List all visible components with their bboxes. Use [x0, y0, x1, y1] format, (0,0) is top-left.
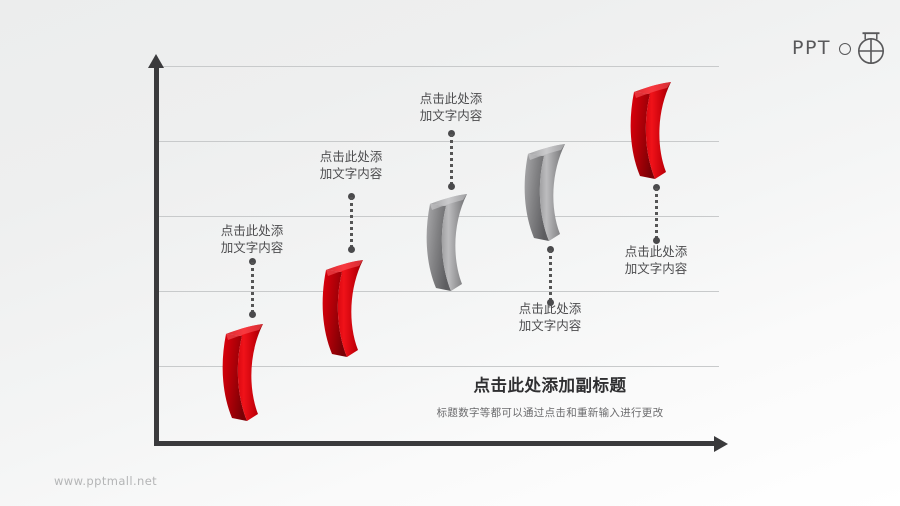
y-axis	[154, 66, 159, 446]
data-label-3[interactable]: 点击此处添 加文字内容	[419, 91, 483, 123]
connector-dot	[448, 183, 455, 190]
connector-line	[655, 188, 658, 240]
connector-line	[350, 197, 353, 249]
data-label-2[interactable]: 点击此处添 加文字内容	[319, 149, 383, 181]
connector-1	[249, 258, 256, 318]
footer-url: www.pptmall.net	[54, 474, 158, 488]
data-shape-1[interactable]	[218, 322, 274, 422]
x-axis	[154, 441, 719, 446]
data-label-5[interactable]: 点击此处添 加文字内容	[624, 244, 688, 276]
gridline	[159, 291, 719, 292]
connector-line	[549, 250, 552, 302]
connector-dot	[547, 246, 554, 253]
connector-5	[653, 184, 660, 244]
data-shape-4[interactable]	[520, 142, 576, 242]
crosshair-circle-icon	[852, 28, 890, 66]
data-label-4[interactable]: 点击此处添 加文字内容	[518, 301, 582, 333]
connector-3	[448, 130, 455, 190]
connector-dot	[448, 130, 455, 137]
connector-dot	[653, 237, 660, 244]
connector-dot	[348, 193, 355, 200]
brand-logo: PPT	[792, 28, 892, 68]
connector-dot	[653, 184, 660, 191]
title-block: 点击此处添加副标题 标题数字等都可以通过点击和重新输入进行更改	[340, 372, 760, 420]
gridline	[159, 66, 719, 67]
connector-4	[547, 246, 554, 306]
connector-dot	[249, 311, 256, 318]
connector-dot	[249, 258, 256, 265]
connector-line	[251, 262, 254, 314]
y-axis-arrow-icon	[148, 54, 164, 68]
chart-title[interactable]: 点击此处添加副标题	[473, 376, 627, 395]
connector-2	[348, 193, 355, 253]
logo-text: PPT	[792, 37, 832, 59]
gridline	[159, 366, 719, 367]
logo-o-icon	[839, 43, 851, 55]
connector-dot	[547, 299, 554, 306]
connector-line	[450, 134, 453, 186]
connector-dot	[348, 246, 355, 253]
data-shape-5[interactable]	[626, 80, 682, 180]
chart-subtitle[interactable]: 标题数字等都可以通过点击和重新输入进行更改	[436, 407, 664, 419]
data-shape-2[interactable]	[318, 258, 374, 358]
x-axis-arrow-icon	[714, 436, 728, 452]
data-shape-3[interactable]	[422, 192, 478, 292]
data-label-1[interactable]: 点击此处添 加文字内容	[220, 223, 284, 255]
gridline	[159, 141, 719, 142]
